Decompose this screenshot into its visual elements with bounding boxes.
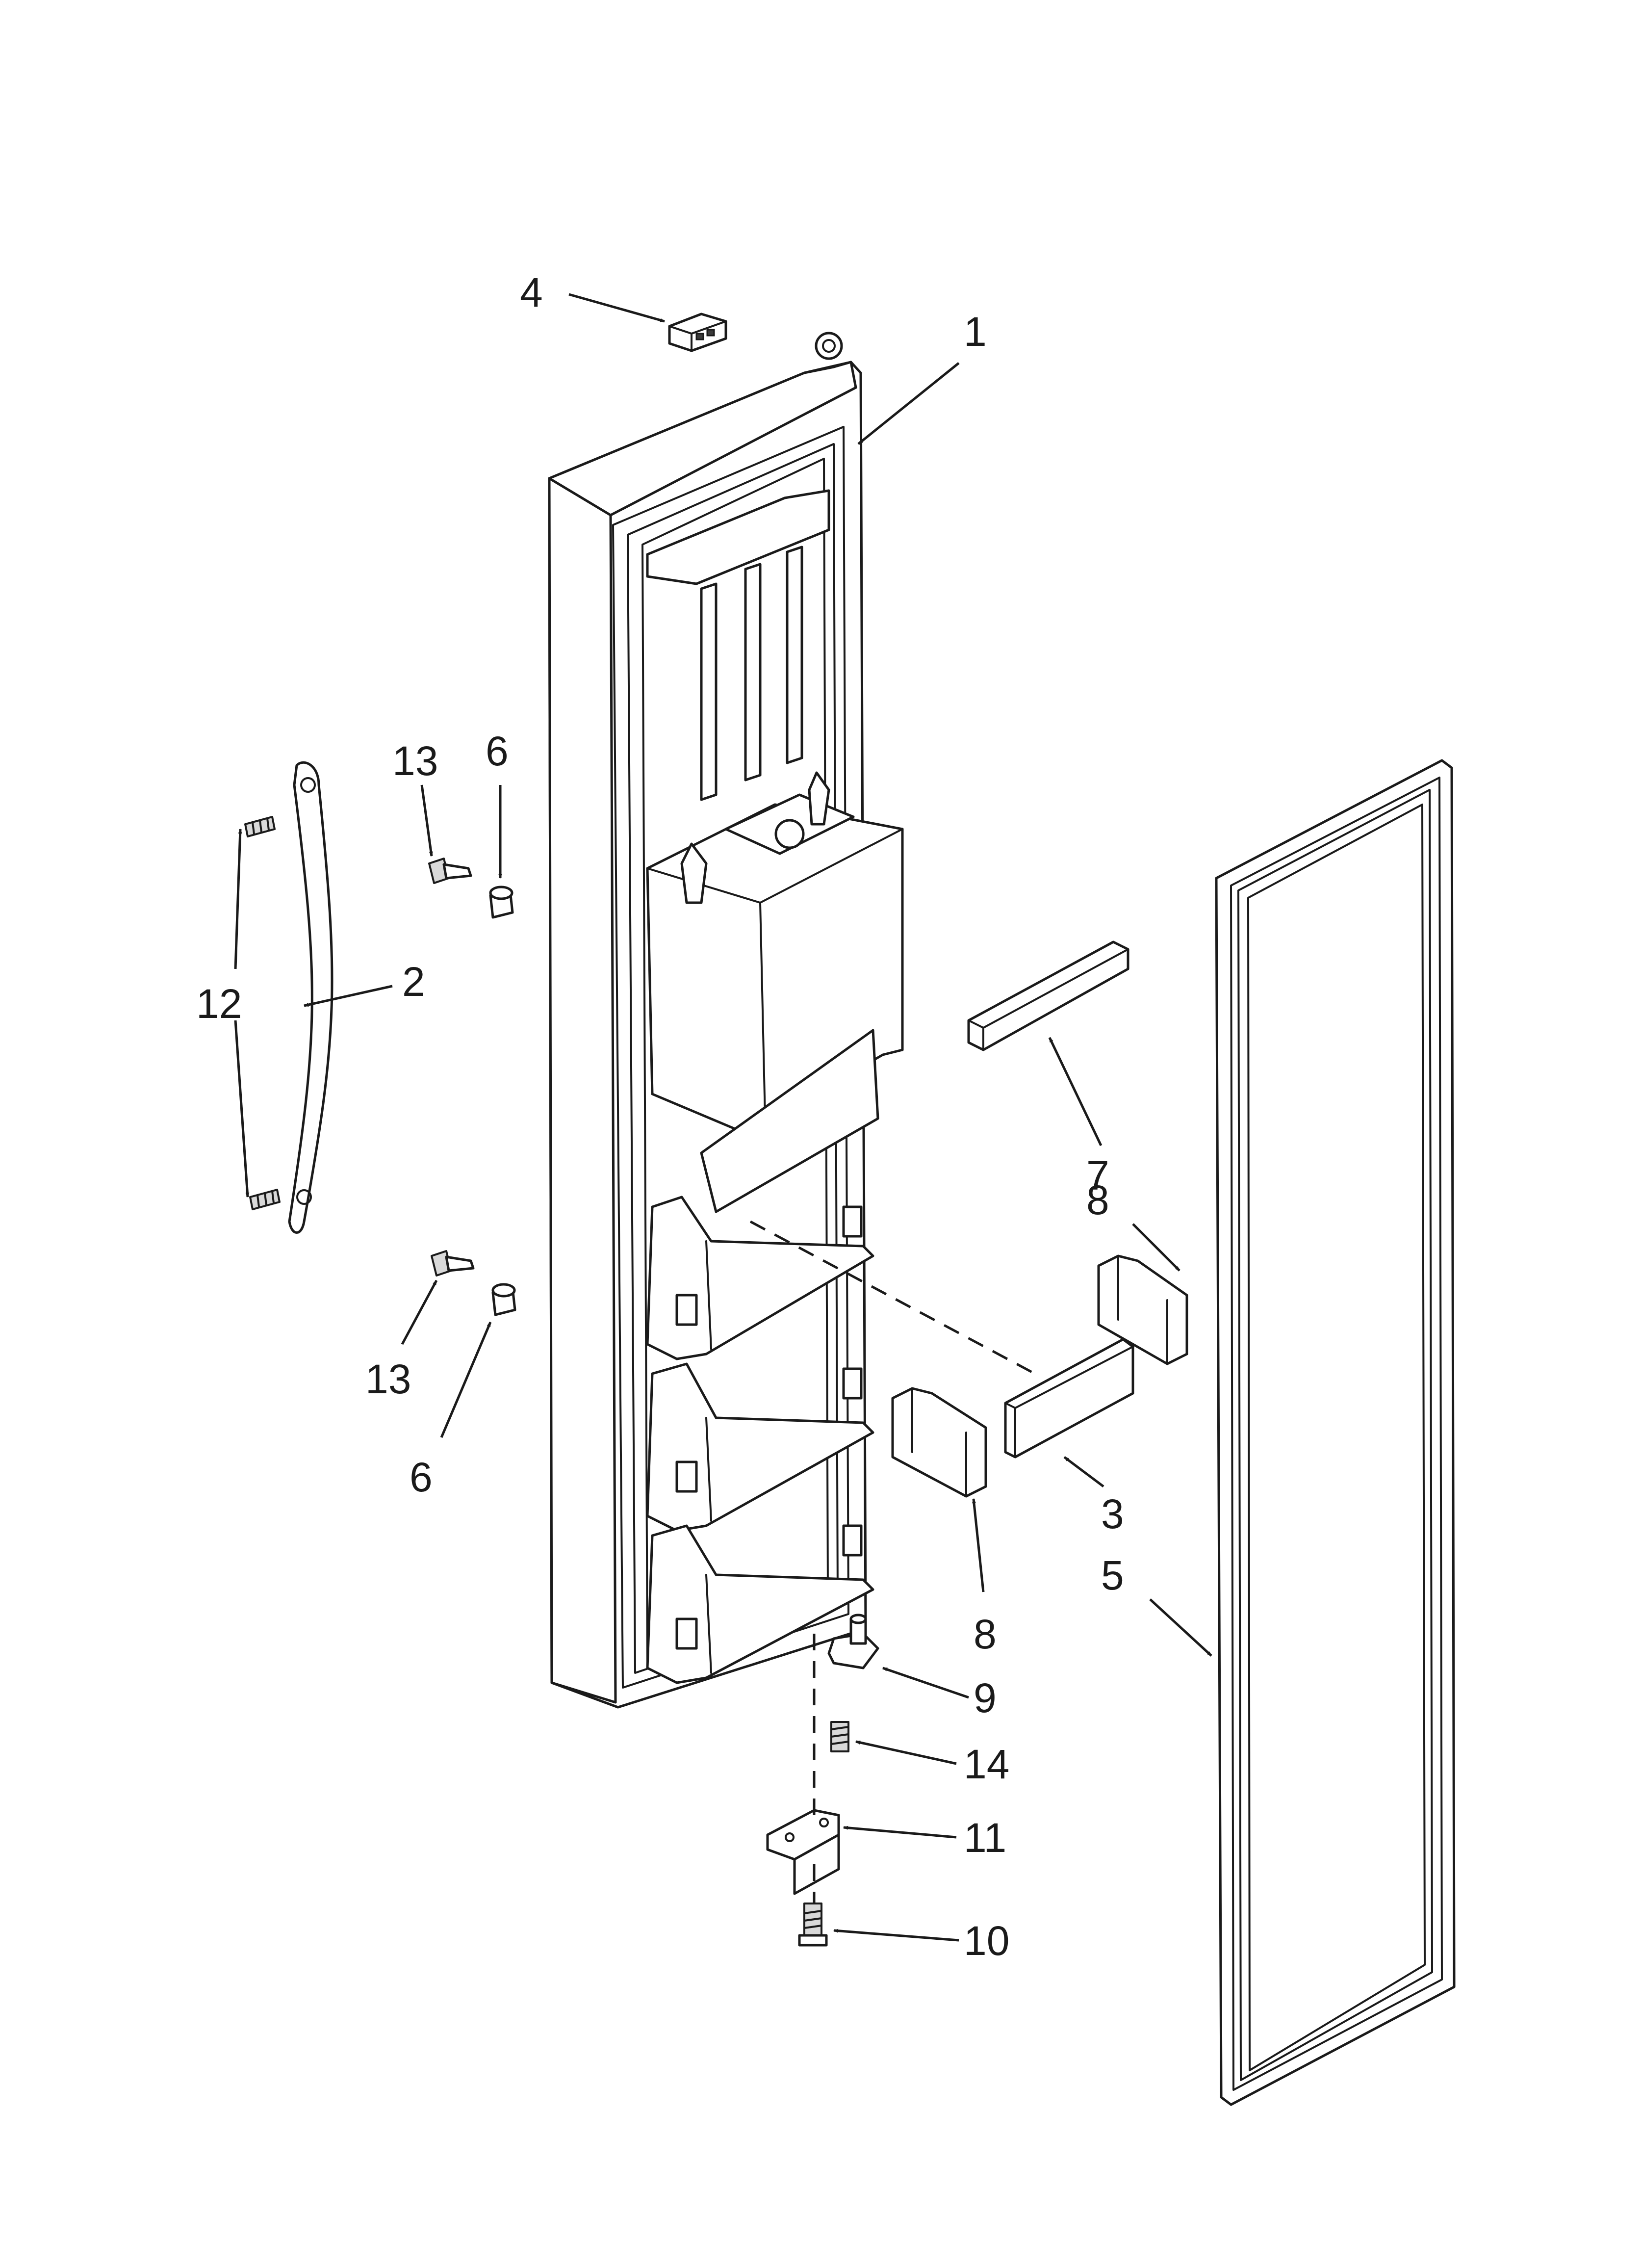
callout-4: 4 — [520, 269, 543, 315]
callout-1: 1 — [964, 309, 987, 355]
screw-upper — [428, 858, 472, 884]
callout-9: 9 — [974, 1675, 997, 1721]
spacer-upper — [489, 886, 514, 919]
callout-13-upper: 13 — [392, 738, 438, 784]
rail-part — [967, 940, 1129, 1051]
callout-8-upper: 8 — [1086, 1177, 1109, 1223]
door-gasket — [1215, 759, 1456, 2106]
spacer-lower — [491, 1283, 516, 1316]
callout-11: 11 — [964, 1815, 1006, 1861]
callout-12: 12 — [196, 981, 242, 1027]
freezer-door — [548, 332, 904, 1709]
handle-screw-top — [244, 816, 276, 837]
callout-5: 5 — [1101, 1552, 1124, 1598]
bin-clip-left — [891, 1387, 987, 1498]
handle-screw-bottom — [249, 1189, 281, 1210]
callout-6-lower: 6 — [410, 1454, 433, 1500]
hinge-pin-part — [827, 1614, 879, 1669]
callout-2: 2 — [402, 959, 425, 1005]
callout-6-upper: 6 — [486, 728, 509, 774]
screw-10 — [798, 1903, 828, 1947]
door-handle-part — [288, 761, 334, 1234]
callout-10: 10 — [964, 1918, 1009, 1964]
hinge-bracket-part — [766, 1809, 840, 1895]
screw-lower — [431, 1250, 475, 1277]
bin-panel-part — [1004, 1338, 1134, 1459]
bin-clip-right — [1097, 1254, 1188, 1365]
callout-7: 7 — [1086, 1152, 1109, 1199]
hinge-cover-part — [668, 313, 727, 352]
callout-14: 14 — [964, 1741, 1009, 1787]
callout-8-lower: 8 — [974, 1611, 997, 1657]
screw-14 — [830, 1721, 849, 1752]
callout-3: 3 — [1101, 1491, 1124, 1537]
callout-13-lower: 13 — [365, 1356, 411, 1402]
